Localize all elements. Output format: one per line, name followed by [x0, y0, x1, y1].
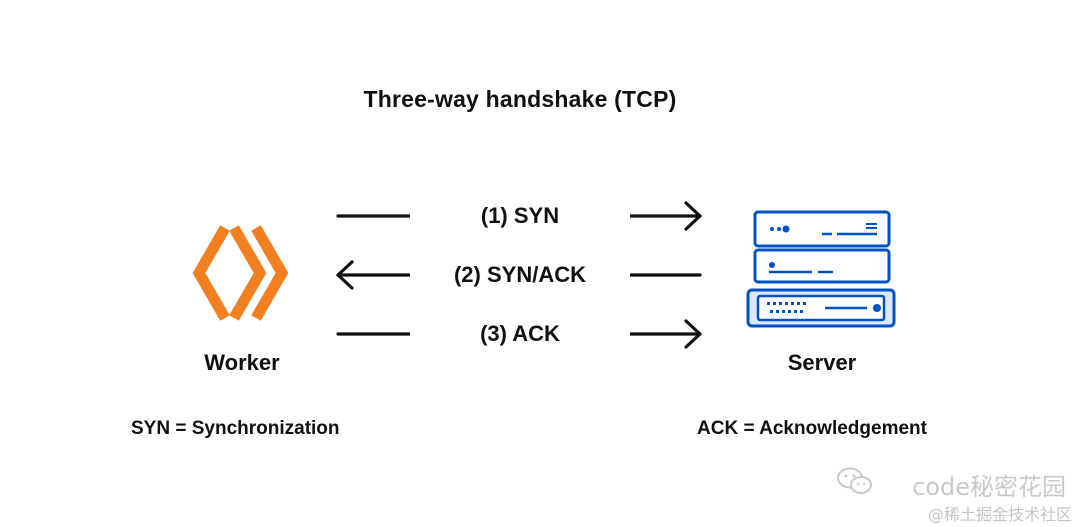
watermark-text: code秘密花园 — [912, 473, 1066, 501]
worker-label: Worker — [204, 350, 280, 375]
watermark-subtext: @稀土掘金技术社区 — [927, 505, 1072, 524]
server-rack-icon — [746, 210, 896, 328]
message-label-syn-ack: (2) SYN/ACK — [410, 262, 630, 288]
cloudflare-workers-icon — [192, 225, 289, 321]
server-label: Server — [787, 350, 857, 375]
wechat-icon — [837, 467, 872, 494]
legend-ack: ACK = Acknowledgement — [697, 418, 927, 439]
legend-syn: SYN = Synchronization — [131, 418, 340, 439]
message-label-ack: (3) ACK — [410, 321, 630, 347]
diagram-title: Three-way handshake (TCP) — [363, 86, 677, 112]
message-label-syn: (1) SYN — [410, 203, 630, 229]
